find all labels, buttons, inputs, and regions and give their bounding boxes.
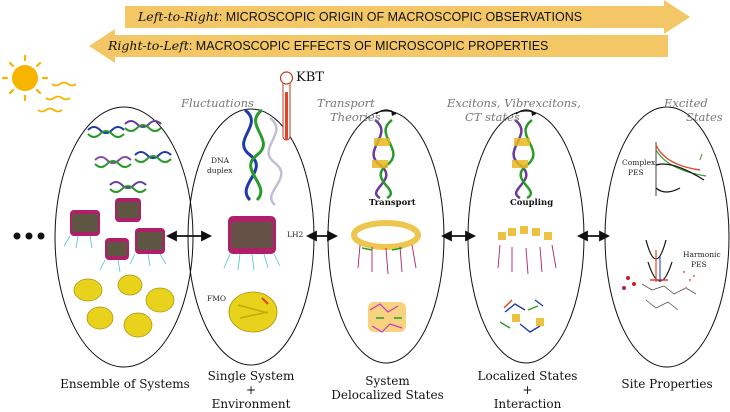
caption-localized-line1: Localized States xyxy=(477,369,578,383)
lh2-label: LH2 xyxy=(287,230,304,239)
caption-delocalized-line1: System xyxy=(365,374,410,388)
harmonic-pes-line1: Harmonic xyxy=(683,250,721,259)
bottom-arrow-direction: Right-to-Left xyxy=(108,38,189,53)
ellipse-site xyxy=(604,106,730,368)
bottom-arrow-description: : MACROSCOPIC EFFECTS OF MICROSCOPIC PRO… xyxy=(188,39,549,53)
coupling-label: Coupling xyxy=(510,198,554,208)
header-transport-line2: Theories xyxy=(330,110,381,124)
caption-single-system-line3: Environment xyxy=(211,397,291,411)
caption-single-system-line2: + xyxy=(245,383,257,397)
left-to-right-arrow xyxy=(125,0,690,34)
fmo-label: FMO xyxy=(207,294,227,303)
localized-dna-model xyxy=(512,109,537,200)
header-fluctuations: Fluctuations xyxy=(181,96,254,110)
double-arrows xyxy=(165,230,611,242)
ellipsis-dots xyxy=(13,232,45,240)
top-arrow-description: : MICROSCOPIC ORIGIN OF MACROSCOPIC OBSE… xyxy=(218,10,583,24)
header-excitons-line2: CT states xyxy=(465,110,520,124)
caption-delocalized-line2: Delocalized States xyxy=(331,388,444,402)
complex-pes-plot xyxy=(655,142,707,196)
header-excited-line2: States xyxy=(686,110,723,124)
ellipse-ensemble xyxy=(54,106,194,368)
delocalized-fmo-model xyxy=(368,302,406,333)
thermometer-icon xyxy=(279,71,294,141)
caption-single-system: Single System + Environment xyxy=(196,369,306,411)
ellipse-localized xyxy=(467,110,585,364)
thermometer-label: KBT xyxy=(296,70,324,85)
caption-ensemble: Ensemble of Systems xyxy=(55,377,195,391)
header-transport-line1: Transport xyxy=(317,96,375,110)
top-arrow-text: Left-to-Right: MICROSCOPIC ORIGIN OF MAC… xyxy=(138,9,582,24)
sun-icon xyxy=(1,54,77,113)
caption-site: Site Properties xyxy=(612,377,722,391)
caption-localized-line3: Interaction xyxy=(493,397,562,411)
ensemble-lh2-group xyxy=(63,198,167,273)
dna-label-line2: duplex xyxy=(207,166,233,175)
header-excitons-line1: Excitons, Vibrexcitons, xyxy=(447,96,581,110)
caption-site-line1: Site Properties xyxy=(621,377,713,391)
caption-single-system-line1: Single System xyxy=(207,369,295,383)
dna-label-line1: DNA xyxy=(211,156,229,165)
transport-label: Transport xyxy=(369,198,416,208)
header-excited-line1: Excited xyxy=(664,96,708,110)
harmonic-pes-plot xyxy=(622,239,697,311)
localized-fmo-model xyxy=(499,299,544,333)
caption-ensemble-line1: Ensemble of Systems xyxy=(60,377,190,391)
caption-localized-line2: + xyxy=(522,383,533,397)
complex-pes-line2: PES xyxy=(628,168,644,177)
delocalized-lh2-model xyxy=(351,220,421,275)
lh2-model xyxy=(223,216,281,271)
dna-duplex-model xyxy=(242,108,283,206)
delocalized-dna-model xyxy=(372,109,397,200)
harmonic-pes-line2: PES xyxy=(691,260,707,269)
caption-localized: Localized States + Interaction xyxy=(470,369,585,411)
right-to-left-arrow xyxy=(89,29,668,63)
ensemble-dna-group xyxy=(87,120,172,193)
fmo-model xyxy=(228,291,278,333)
caption-delocalized: System Delocalized States xyxy=(330,374,445,402)
localized-lh2-model xyxy=(497,226,557,275)
top-arrow-direction: Left-to-Right xyxy=(138,9,219,24)
bottom-arrow-text: Right-to-Left: MACROSCOPIC EFFECTS OF MI… xyxy=(108,38,548,53)
complex-pes-line1: Complex xyxy=(622,158,656,167)
ensemble-fmo-group xyxy=(73,274,175,338)
